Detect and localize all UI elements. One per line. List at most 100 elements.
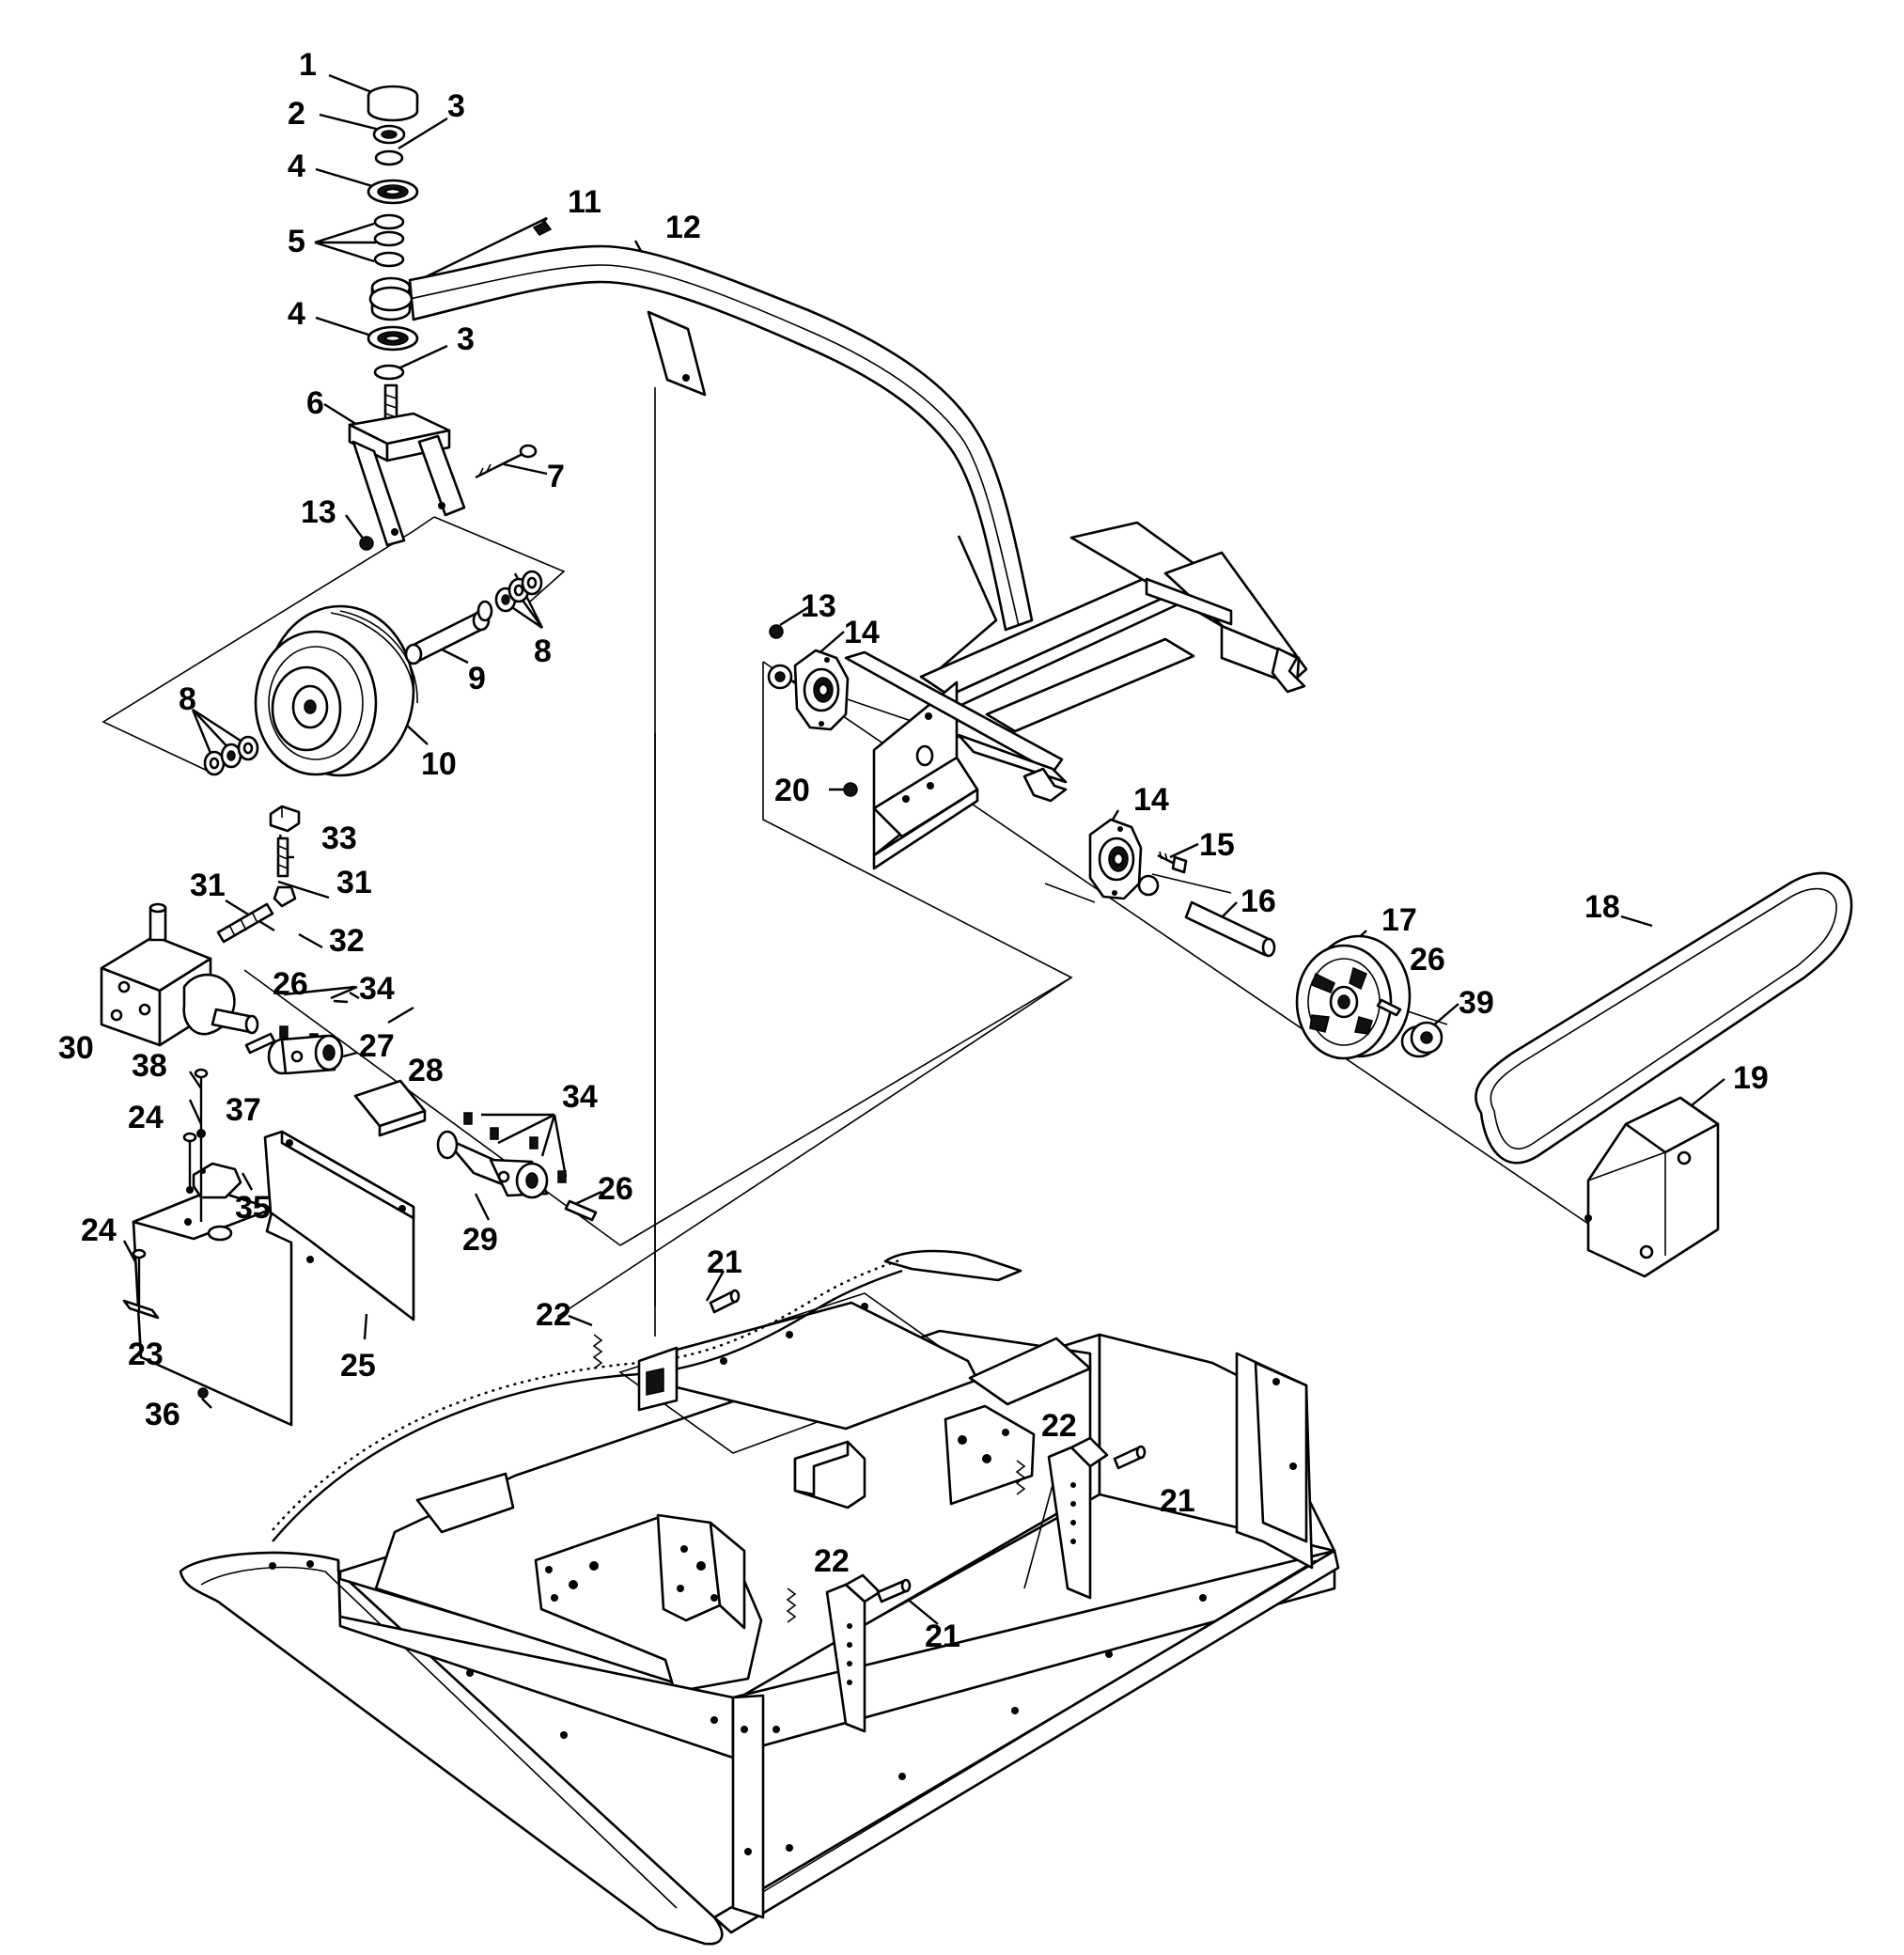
caster-assembly	[203, 85, 543, 777]
callout-13: 13	[301, 494, 336, 530]
plate-35-part	[192, 1162, 242, 1199]
callout-26: 26	[598, 1171, 633, 1207]
callout-4: 4	[288, 149, 305, 184]
spacer-39-part	[1400, 1021, 1444, 1058]
shield-25-part	[263, 1130, 415, 1322]
callout-30: 30	[58, 1030, 94, 1066]
nut-20-part	[843, 782, 858, 797]
callout-4: 4	[288, 296, 305, 332]
callout-22: 22	[536, 1297, 571, 1333]
hairpin-22-top	[592, 1334, 603, 1369]
nut-13b-part	[769, 624, 784, 639]
callout-18: 18	[1584, 889, 1620, 925]
callout-5: 5	[288, 224, 305, 259]
gearbox-30-part	[100, 902, 259, 1047]
coupler-29-part	[436, 1130, 549, 1199]
callout-29: 29	[462, 1222, 498, 1258]
slotted-nut-part	[372, 124, 406, 145]
nut-36-part	[197, 1387, 209, 1399]
callout-31: 31	[336, 865, 372, 900]
pin-21-right-part	[1113, 1445, 1147, 1470]
wheel-tire-part	[254, 604, 418, 777]
pulley-bracket-part	[844, 650, 1068, 870]
coupler-27-part	[267, 1034, 344, 1075]
lift-bracket-left-part	[637, 1346, 679, 1412]
bolt-24-upper-part	[182, 1132, 197, 1194]
callout-12: 12	[665, 210, 701, 245]
lift-bracket-right-part	[825, 1573, 882, 1733]
driveline-assembly	[100, 805, 598, 1427]
callout-14: 14	[1133, 782, 1169, 818]
shaft-16-part	[1184, 900, 1276, 958]
shield-23-part	[122, 1188, 314, 1427]
callout-38: 38	[132, 1048, 167, 1084]
callout-26: 26	[273, 966, 308, 1002]
callout-13: 13	[801, 588, 836, 624]
setscrews-34-lower-part	[463, 1112, 567, 1183]
callout-22: 22	[814, 1543, 850, 1579]
spacer-washers-part	[373, 213, 405, 268]
callout-7: 7	[547, 459, 565, 494]
callout-15: 15	[1199, 827, 1235, 863]
callout-11: 11	[568, 184, 601, 220]
bearing-part	[367, 179, 419, 205]
key-26-lower-part	[564, 1199, 598, 1222]
callout-32: 32	[329, 923, 365, 959]
washer-part	[374, 149, 404, 166]
hose-31-vertical-part	[276, 837, 289, 878]
bolt-24-lower-part	[132, 1248, 147, 1310]
callout-21: 21	[1160, 1483, 1195, 1519]
lift-bracket-center-part	[1023, 1436, 1109, 1600]
callout-9: 9	[468, 661, 486, 696]
hose-31-horizontal-part	[216, 902, 274, 944]
grease-fitting-part	[532, 221, 553, 236]
hairpin-22-right	[1015, 1460, 1026, 1495]
washers-right-part	[476, 570, 543, 622]
pin-21-lower-part	[876, 1578, 912, 1603]
caster-fork-part	[348, 383, 466, 547]
callout-34: 34	[562, 1079, 598, 1115]
callout-21: 21	[707, 1244, 742, 1280]
callout-labels: 1 2 3 4 5 4 3 11 12 6 7 13 8 9 8 10 13 1…	[58, 47, 1769, 1654]
callout-17: 17	[1381, 902, 1417, 938]
drive-assembly	[767, 624, 1853, 1278]
callout-33: 33	[321, 821, 357, 856]
center-mount-part	[534, 1404, 1036, 1694]
locknut-part	[359, 536, 374, 551]
callout-34: 34	[359, 971, 395, 1007]
mower-deck-part	[179, 1249, 1340, 1946]
callout-25: 25	[340, 1348, 376, 1384]
callout-2: 2	[288, 96, 305, 132]
shaft-28-part	[353, 1079, 427, 1137]
key-26-right-part	[1376, 998, 1402, 1017]
callout-39: 39	[1459, 985, 1494, 1021]
callout-10: 10	[421, 746, 457, 782]
callout-1: 1	[299, 47, 317, 83]
flange-bearing-lower-part	[1088, 818, 1143, 900]
belt-guard-19-part	[1584, 1096, 1720, 1278]
hairpin-22-lower	[786, 1587, 797, 1623]
deck-perimeter-holes	[269, 1303, 1207, 1852]
callout-3: 3	[447, 88, 465, 124]
bearing-lower-part	[367, 325, 419, 352]
axle-sleeve-part	[404, 609, 491, 665]
washer-lower-part	[373, 364, 405, 381]
callout-37: 37	[226, 1092, 261, 1128]
bolt-15-part	[1157, 851, 1188, 874]
washers-left-part	[203, 735, 259, 776]
dust-cap-part	[367, 85, 419, 122]
callout-3: 3	[457, 321, 475, 357]
callout-21: 21	[925, 1619, 960, 1654]
frame-crossbars-part	[919, 521, 1308, 733]
callout-35: 35	[235, 1190, 271, 1226]
callout-16: 16	[1241, 884, 1276, 919]
callout-8: 8	[534, 633, 552, 669]
callout-28: 28	[408, 1053, 444, 1088]
belt-18-part	[1475, 871, 1853, 1165]
nut-sleeve-part	[1137, 874, 1160, 897]
callout-14: 14	[844, 615, 880, 650]
callout-26: 26	[1410, 942, 1445, 978]
callout-36: 36	[145, 1397, 180, 1432]
callout-6: 6	[306, 385, 324, 421]
